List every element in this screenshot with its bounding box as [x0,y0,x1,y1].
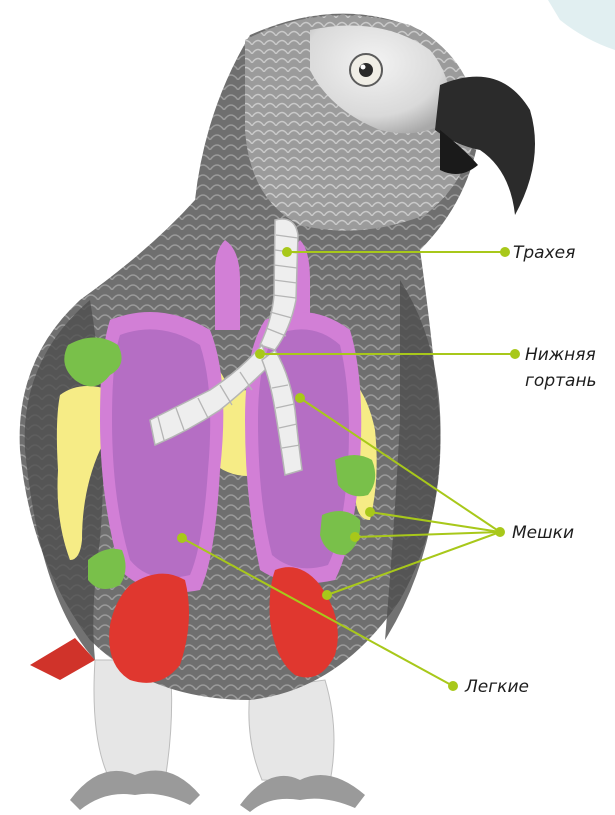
parrot-eye [350,54,382,86]
sac-pointer-dot [296,394,304,402]
label-lungs: Легкие [464,677,529,697]
syrinx-pointer-dot [256,350,264,358]
sac-pointer-dot [351,533,359,541]
sac-pointer-dot [366,508,374,516]
trachea-pointer-dot [283,248,291,256]
label-syrinx-line1: Нижняя [525,345,596,365]
corner-dots-decoration [548,0,615,50]
label-air-sacs: Мешки [512,523,574,543]
sac-pointer-dot [323,591,331,599]
label-syrinx-line2: гортань [525,371,597,391]
label-trachea: Трахея [513,243,575,263]
labels: Трахея Нижняя гортань Мешки Легкие [464,243,597,697]
lungs-pointer-dot [178,534,186,542]
